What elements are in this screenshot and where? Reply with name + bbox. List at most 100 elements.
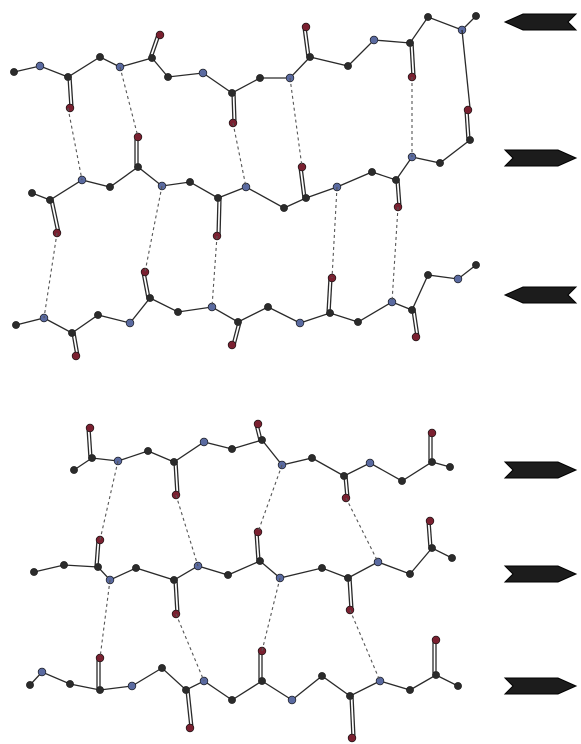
carbon-atom [10, 68, 18, 76]
carbonyl-bond [347, 577, 351, 611]
carbonyl-bond [326, 277, 330, 313]
nitrogen-atom [125, 318, 135, 328]
carbonyl-bond [301, 166, 307, 199]
carbon-atom [26, 681, 34, 689]
carbon-atom [424, 271, 432, 279]
backbone-bond [13, 15, 477, 94]
carbonyl-bond [52, 199, 61, 233]
carbon-atom [318, 564, 326, 572]
carbonyl-bond [185, 689, 191, 729]
backbone-bond [15, 264, 477, 334]
right-arrow-icon [503, 461, 578, 479]
carbonyl-bond [302, 27, 308, 58]
carbon-atom [446, 463, 454, 471]
carbonyl-bond [231, 92, 234, 124]
nitrogen-atom [35, 61, 45, 71]
carbonyl-bond [257, 531, 261, 562]
antiparallel-sheet-panel [10, 12, 480, 361]
carbon-atom [368, 168, 376, 176]
oxygen-atom [95, 535, 105, 545]
carbonyl-bond [467, 109, 471, 141]
carbonyl-bond [216, 197, 219, 237]
hydrogen-bond [257, 464, 283, 533]
carbon-atom [224, 571, 232, 579]
carbonyl-bond [234, 322, 242, 346]
carbonyl-bond [346, 475, 350, 498]
backbone-bond [73, 439, 451, 482]
nitrogen-atom [199, 437, 209, 447]
carbon-atom [94, 311, 102, 319]
carbonyl-bond [70, 76, 74, 108]
carbon-atom [308, 454, 316, 462]
nitrogen-atom [37, 667, 47, 677]
carbon-atom [280, 204, 288, 212]
carbon-atom [436, 159, 444, 167]
carbon-atom [424, 13, 432, 21]
hydrogen-bond [232, 122, 247, 188]
carbon-atom [12, 321, 20, 329]
oxygen-atom [463, 105, 473, 115]
nitrogen-atom [373, 557, 383, 567]
carbonyl-bond [94, 539, 98, 567]
carbonyl-bond [49, 199, 58, 234]
nitrogen-atom [241, 182, 251, 192]
carbon-atom [96, 53, 104, 61]
carbonyl-bond [305, 26, 311, 58]
carbon-atom [406, 686, 414, 694]
carbonyl-bond [173, 461, 177, 496]
oxygen-atom [71, 351, 81, 361]
carbonyl-bond [144, 271, 151, 299]
oxygen-atom [425, 516, 435, 526]
nitrogen-atom [198, 68, 208, 78]
carbonyl-bond [411, 309, 417, 338]
carbon-atom [228, 696, 236, 704]
hydrogen-bond [345, 497, 379, 563]
carbon-atom [448, 554, 456, 562]
oxygen-atom [65, 103, 75, 113]
nitrogen-atom [375, 676, 385, 686]
carbonyl-bond [329, 277, 333, 314]
carbonyl-bond [74, 332, 80, 356]
nitrogen-atom [369, 35, 379, 45]
backbone-bond [33, 547, 453, 581]
carbonyl-bond [176, 461, 180, 495]
right-arrow-icon [503, 565, 578, 583]
hydrogen-bond [175, 494, 199, 567]
carbon-atom [472, 261, 480, 269]
left-arrow-icon [503, 13, 578, 31]
oxygen-atom [85, 423, 95, 433]
hydrogen-bond [43, 232, 58, 319]
carbonyl-bond [349, 695, 353, 739]
carbonyl-bond [97, 539, 101, 568]
carbon-atom [472, 12, 480, 20]
carbonyl-bond [298, 167, 304, 199]
carbonyl-bond [89, 427, 93, 459]
carbon-atom [256, 74, 264, 82]
carbonyl-bond [464, 110, 468, 141]
left-arrow-icon [503, 286, 578, 304]
carbon-atom [70, 466, 78, 474]
nitrogen-atom [287, 695, 297, 705]
carbonyl-bond [67, 76, 71, 109]
oxygen-atom [431, 635, 441, 645]
oxygen-atom [301, 22, 311, 32]
oxygen-atom [411, 332, 421, 342]
hydrogen-bond [67, 107, 83, 181]
right-arrow-icon [503, 677, 578, 695]
carbon-atom [144, 447, 152, 455]
right-arrow-icon [503, 149, 578, 167]
carbon-atom [344, 62, 352, 70]
carbon-atom [264, 303, 272, 311]
carbonyl-bond [412, 42, 416, 77]
carbonyl-bond [352, 695, 356, 738]
hydrogen-bond [349, 609, 381, 682]
oxygen-atom [257, 646, 267, 656]
hydrogen-bond [289, 77, 303, 168]
carbonyl-bond [395, 179, 399, 208]
carbon-atom [174, 308, 182, 316]
carbonyl-bond [141, 272, 148, 299]
nitrogen-atom [295, 318, 305, 328]
oxygen-atom [140, 267, 150, 277]
carbonyl-bond [176, 579, 180, 614]
carbon-atom [398, 477, 406, 485]
